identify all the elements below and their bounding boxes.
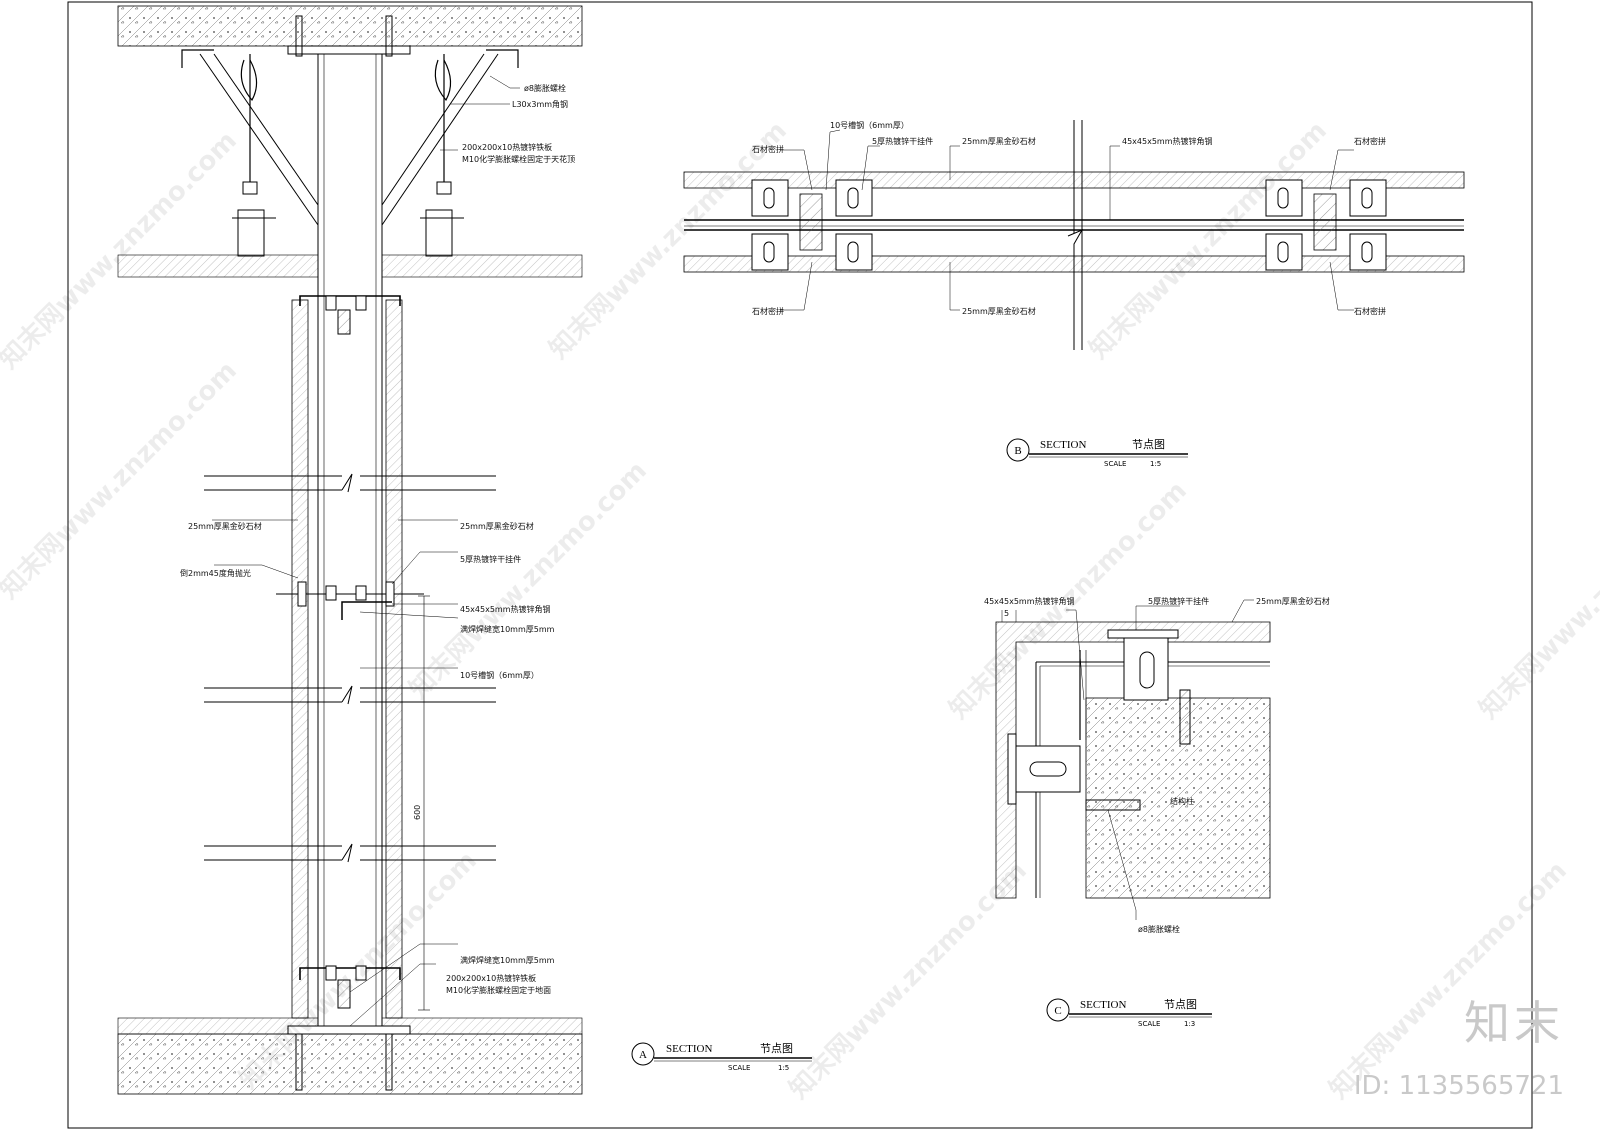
label-a-stone-right: 25mm厚黑金砂石材 [460, 521, 534, 531]
label-a-weld-bot: 满焊焊缝宽10mm厚5mm [460, 955, 555, 965]
label-b-stone-bottom: 25mm厚黑金砂石材 [962, 306, 1036, 316]
bottom-plate [287, 1025, 411, 1035]
label-a-channel: 10号槽钢（6mm厚） [460, 670, 539, 680]
label-a-bevel: 倒2mm45度角抛光 [180, 568, 251, 578]
label-b-stone-top: 25mm厚黑金砂石材 [962, 136, 1036, 146]
label-b-stone-joint-br: 石材密拼 [1354, 306, 1386, 316]
label-c-stone: 25mm厚黑金砂石材 [1256, 596, 1330, 606]
floor-slab [117, 1033, 583, 1095]
detail-b-scale-value: 1:5 [1150, 460, 1161, 468]
label-b-angle: 45x45x5mm热镀锌角钢 [1122, 136, 1213, 146]
detail-a-scale-label: SCALE [728, 1064, 750, 1072]
detail-c-scale-label: SCALE [1138, 1020, 1160, 1028]
label-a-plate-bot-2: M10化学膨胀螺栓固定于地面 [446, 985, 551, 995]
label-a-plate-top-2: M10化学膨胀螺栓固定于天花顶 [462, 154, 575, 164]
detail-a-section: SECTION [666, 1043, 713, 1055]
sheet-border [67, 1, 1533, 1129]
watermark: 知末网www.znzmo.com [0, 356, 243, 605]
detail-b-drawing: 石材密拼 10号槽钢（6mm厚） 5厚热镀锌干挂件 25mm厚黑金砂石材 45x… [683, 120, 1465, 468]
label-c-bolt: ø8膨胀螺栓 [1138, 924, 1180, 934]
label-a-bolt-m8-top: ø8膨胀螺栓 [524, 83, 566, 93]
label-c-hanger: 5厚热镀锌干挂件 [1148, 596, 1209, 606]
label-a-angle-45: 45x45x5mm热镀锌角钢 [460, 604, 551, 614]
detail-c-drawing: 45x45x5mm热镀锌角钢 5厚热镀锌干挂件 25mm厚黑金砂石材 5 结构柱… [984, 596, 1330, 1028]
label-b-stone-joint-tr: 石材密拼 [1354, 136, 1386, 146]
detail-a-title: 节点图 [760, 1042, 793, 1055]
label-b-stone-joint-tl: 石材密拼 [752, 144, 784, 154]
label-a-plate-bot-1: 200x200x10热镀锌铁板 [446, 973, 536, 983]
watermark: 知末网www.znzmo.com [0, 126, 243, 375]
label-b-stone-joint-bl: 石材密拼 [752, 306, 784, 316]
label-a-stone-left: 25mm厚黑金砂石材 [188, 521, 262, 531]
watermark: 知末网www.znzmo.com [784, 856, 1033, 1105]
stone-left [291, 299, 309, 1019]
ceiling-slab [117, 5, 583, 47]
stone-corner [995, 621, 1271, 899]
label-a-dim-600: 600 [413, 805, 422, 820]
label-a-hanger: 5厚热镀锌干挂件 [460, 554, 521, 564]
label-a-weld-mid: 满焊焊缝宽10mm厚5mm [460, 624, 555, 634]
detail-b-section: SECTION [1040, 439, 1087, 451]
label-c-angle: 45x45x5mm热镀锌角钢 [984, 596, 1075, 606]
detail-c-scale-value: 1:3 [1184, 1020, 1195, 1028]
detail-b-marker [1006, 438, 1030, 462]
id-label: ID: 1135565721 [1353, 1071, 1564, 1101]
detail-a-marker-letter: A [639, 1049, 647, 1061]
detail-a-drawing: ø8膨胀螺栓 L30x3mm角钢 200x200x10热镀锌铁板 M10化学膨胀… [117, 5, 812, 1095]
detail-c-title: 节点图 [1164, 998, 1197, 1011]
detail-a-scale-value: 1:5 [778, 1064, 789, 1072]
stone-right [385, 299, 403, 1019]
detail-b-marker-letter: B [1014, 445, 1021, 457]
label-a-plate-top-1: 200x200x10热镀锌铁板 [462, 142, 552, 152]
watermark: 知末网www.znzmo.com [1324, 856, 1573, 1105]
detail-a-marker [631, 1042, 655, 1066]
label-b-hanger: 5厚热镀锌干挂件 [872, 136, 933, 146]
brand-logo-text: 知末 [1464, 996, 1564, 1050]
detail-b-scale-label: SCALE [1104, 460, 1126, 468]
detail-b-title: 节点图 [1132, 438, 1165, 451]
watermark: 知末网www.znzmo.com [1474, 476, 1600, 725]
steel-channel [317, 53, 383, 1035]
watermark: 知末网www.znzmo.com [404, 456, 653, 705]
detail-c-marker [1046, 998, 1070, 1022]
detail-c-section: SECTION [1080, 999, 1127, 1011]
structural-column [1085, 697, 1271, 899]
label-a-angle-l30: L30x3mm角钢 [512, 99, 568, 109]
label-c-structure: 结构柱 [1170, 796, 1194, 806]
detail-c-marker-letter: C [1054, 1005, 1061, 1017]
label-b-channel: 10号槽钢（6mm厚） [830, 120, 909, 130]
label-c-dim-5: 5 [1004, 609, 1009, 618]
